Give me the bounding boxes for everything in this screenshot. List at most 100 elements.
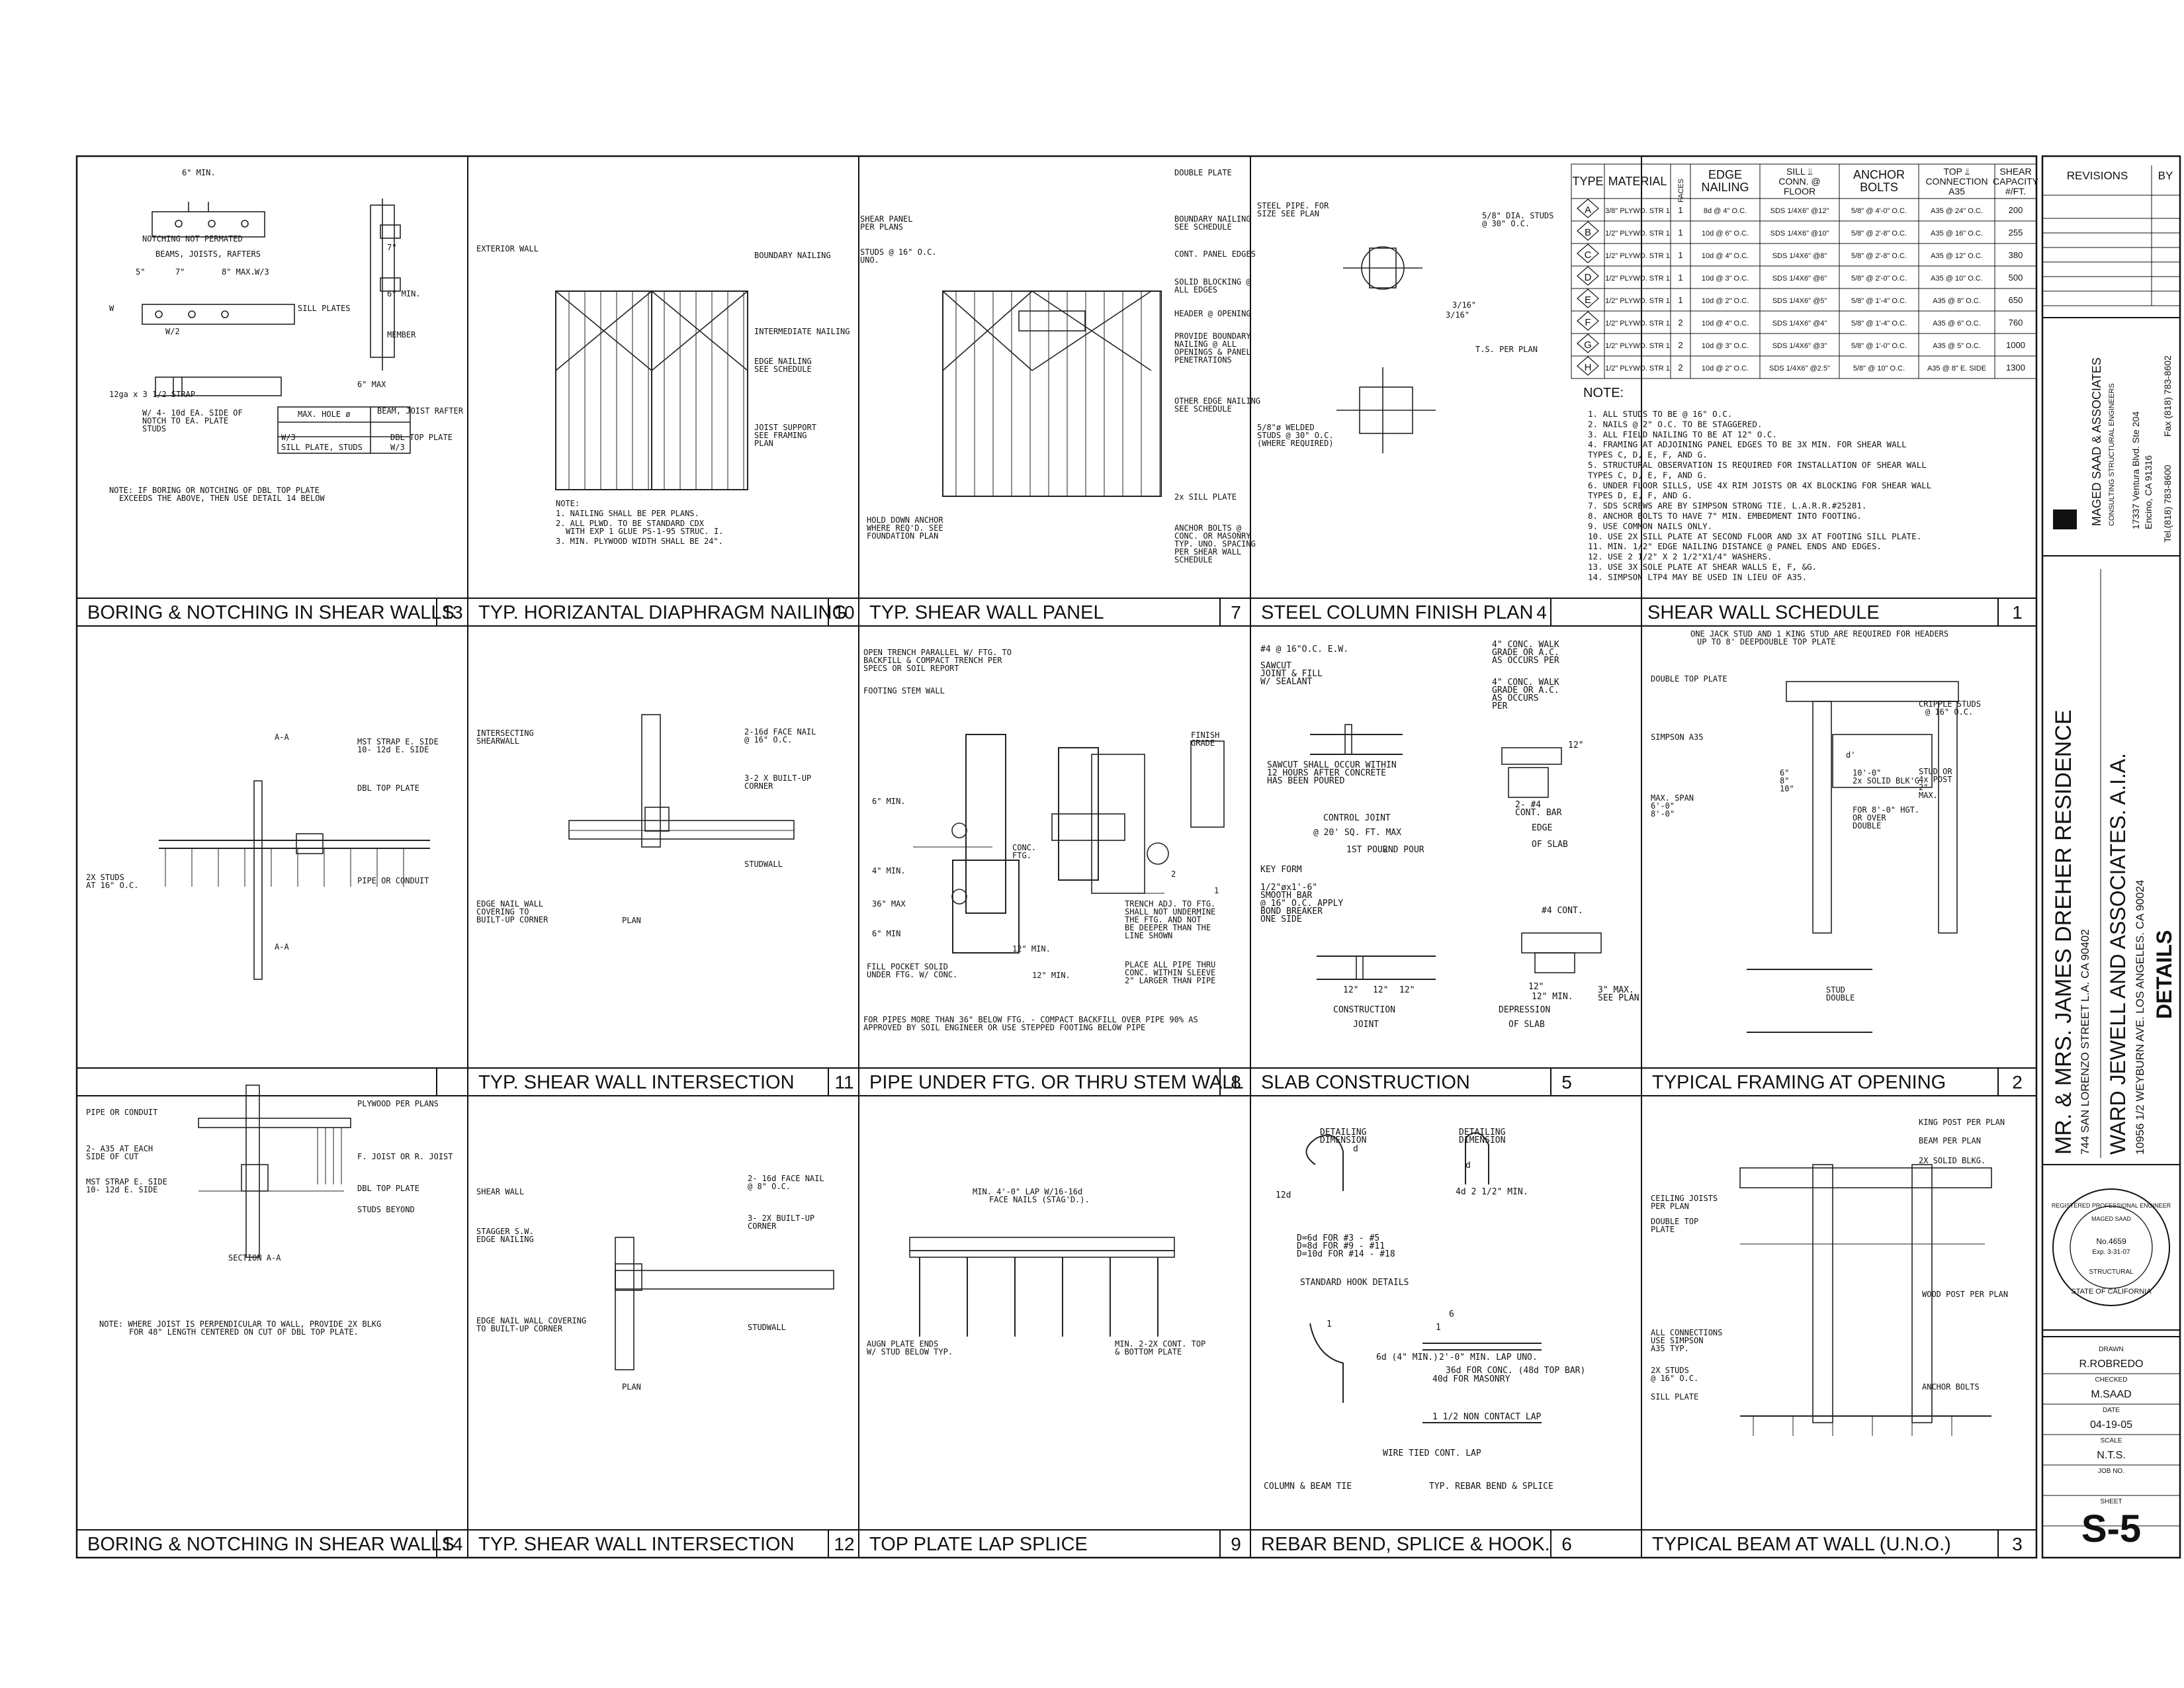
note-label: 12" <box>1399 985 1415 995</box>
note-label: 4" CONC. WALK <box>1492 678 1559 688</box>
seal-expiry: Exp. 3-31-07 <box>2092 1249 2130 1256</box>
note-label: SHEAR PANEL <box>860 214 912 224</box>
note-label: ALL EDGES <box>1174 285 1217 294</box>
note-line: 14. SIMPSON LTP4 MAY BE USED IN LIEU OF … <box>1588 572 1807 582</box>
note-line: TYPES C, D, E, F, AND G. <box>1588 450 1708 460</box>
note-label: OTHER EDGE NAILING <box>1174 396 1260 406</box>
note-label: T.S. PER PLAN <box>1475 345 1538 354</box>
note-label: BOUNDARY NAILING <box>1174 214 1251 224</box>
note-label: 1 <box>1327 1319 1332 1329</box>
table-cell: A35 @ 12" O.C. <box>1931 252 1983 260</box>
note-label: 2X SOLID BLKG. <box>1919 1156 1986 1165</box>
note-label: 2- A35 AT EACH <box>86 1144 153 1153</box>
note-label: STAGGER S.W. <box>476 1227 534 1236</box>
note-label: 10- 12d E. SIDE <box>357 745 429 754</box>
note-label: SCHEDULE <box>1174 555 1213 564</box>
table-cell: A35 @ 8" E. SIDE <box>1927 365 1986 373</box>
table-cell: 1/2" PLYWD. STR 1 <box>1605 275 1670 283</box>
note-label: APPROVED BY SOIL ENGINEER OR USE STEPPED… <box>863 1023 1145 1032</box>
note-label: MEMBER <box>387 330 416 339</box>
note-label: 12" MIN. <box>1532 992 1573 1002</box>
note-label: FOR PIPES MORE THAN 36" BELOW FTG. - COM… <box>863 1015 1198 1024</box>
note-label: 4" CONC. WALK <box>1492 640 1559 650</box>
info-label: JOB NO. <box>2098 1468 2124 1475</box>
note-label: @ 16" O.C. <box>744 735 792 744</box>
note-label: CONT. PANEL EDGES <box>1174 249 1256 259</box>
note-label: MIN. 4'-0" LAP W/16-16d <box>973 1187 1082 1196</box>
note-label: OPEN TRENCH PARALLEL W/ FTG. TO <box>863 648 1012 657</box>
note-label: CONSTRUCTION <box>1333 1005 1395 1015</box>
note-label: PIPE OR CONDUIT <box>86 1108 157 1117</box>
detail-number: 8 <box>1231 1072 1241 1092</box>
detail-number: 7 <box>1231 602 1241 623</box>
note-label: JOIST SUPPORT <box>754 423 816 432</box>
note-label: DETAILING <box>1320 1128 1367 1137</box>
table-cell: 1/2" PLYWD. STR 1 <box>1605 230 1670 238</box>
note-label: PLAN <box>622 916 641 925</box>
note-label: ONE SIDE <box>1260 914 1302 924</box>
table-cell: 5/8" @ 10" O.C. <box>1853 365 1905 373</box>
note-label: DETAILING <box>1459 1128 1506 1137</box>
table-header: MATERIAL <box>1608 175 1667 188</box>
note-label: FTG. <box>1012 851 1031 860</box>
note-label: DOUBLE TOP PLATE <box>1651 674 1727 684</box>
note-label: SMOOTH BAR <box>1260 891 1312 901</box>
note-label: SHALL NOT UNDERMINE <box>1125 907 1215 916</box>
note-label: PER SHEAR WALL <box>1174 547 1241 556</box>
note-label: & BOTTOM PLATE <box>1115 1347 1182 1356</box>
note-label: WHERE REQ'D. SEE <box>867 523 943 533</box>
note-label: AUGN PLATE ENDS <box>867 1339 938 1349</box>
note-label: PLYWOOD PER PLANS <box>357 1099 439 1108</box>
note-label: LINE SHOWN <box>1125 931 1172 940</box>
table-cell: 8d @ 4" O.C. <box>1704 207 1747 215</box>
note-label: d <box>1353 1144 1358 1154</box>
note-label: (WHERE REQUIRED) <box>1257 439 1334 448</box>
detail-number: 2 <box>2012 1072 2023 1092</box>
note-label: OR OVER <box>1853 813 1886 822</box>
note-label: 12ga x 3 1/2 STRAP <box>109 390 195 399</box>
table-cell: 10d @ 4" O.C. <box>1702 320 1749 328</box>
note-label: W <box>109 304 114 313</box>
firm-city: Encino, CA 91316 <box>2143 455 2154 529</box>
info-label: DATE <box>2103 1407 2120 1414</box>
note-label: SILL PLATE <box>1651 1392 1698 1401</box>
info-value: 04-19-05 <box>2090 1419 2132 1431</box>
note-label: SECTION A-A <box>228 1253 281 1263</box>
note-label: AS OCCURS <box>1492 693 1538 703</box>
note-line: 8. ANCHOR BOLTS TO HAVE 7" MIN. EMBEDMEN… <box>1588 511 1862 521</box>
note-label: EDGE NAILING <box>754 357 812 366</box>
note-label: 2'-0" MIN. LAP UNO. <box>1439 1353 1538 1362</box>
note-label: HEADER @ OPENING <box>1174 309 1251 318</box>
note-label: 2- #4 <box>1515 800 1541 810</box>
note-label: DOUBLE PLATE <box>1174 168 1232 177</box>
note-label: NAILING @ ALL <box>1174 339 1237 349</box>
note-label: 2x SILL PLATE <box>1174 492 1237 502</box>
table-cell: A35 @ 5" O.C. <box>1933 342 1981 350</box>
note-label: D=10d FOR #14 - #18 <box>1297 1249 1395 1259</box>
note-label: 3-2 X BUILT-UP <box>744 774 811 783</box>
note-label: OF SLAB <box>1532 840 1568 850</box>
note-label: 6" MIN. <box>872 797 906 806</box>
note-label: DOUBLE <box>1853 821 1881 830</box>
note-label: 6d (4" MIN.) <box>1376 1353 1438 1362</box>
table-cell: 255 <box>2009 228 2023 238</box>
note-label: FINISH <box>1191 731 1219 740</box>
note-label: SAWCUT SHALL OCCUR WITHIN <box>1267 760 1397 770</box>
table-cell: 1 <box>1678 295 1682 305</box>
revisions-label: REVISIONS <box>2067 169 2128 182</box>
note-label: SOLID BLOCKING @ <box>1174 277 1251 287</box>
note-label: MAX. HOLE ø <box>298 410 350 419</box>
note-label: JOINT & FILL <box>1260 669 1323 679</box>
table-cell: 10d @ 6" O.C. <box>1702 230 1749 238</box>
table-cell: 1/2" PLYWD. STR 1 <box>1605 320 1670 328</box>
note-label: W/3 <box>281 433 296 442</box>
note-label: BUILT-UP CORNER <box>476 915 548 924</box>
note-label: 6" <box>1780 768 1789 777</box>
note-label: 2. ALL PLWD. TO BE STANDARD CDX <box>556 519 705 528</box>
table-header: TYPE <box>1572 175 1603 188</box>
table-cell: 1300 <box>2006 363 2025 373</box>
note-label: SIZE SEE PLAN <box>1257 209 1319 218</box>
table-cell: 10d @ 2" O.C. <box>1702 365 1749 373</box>
note-label: 8'-0" <box>1651 809 1675 819</box>
